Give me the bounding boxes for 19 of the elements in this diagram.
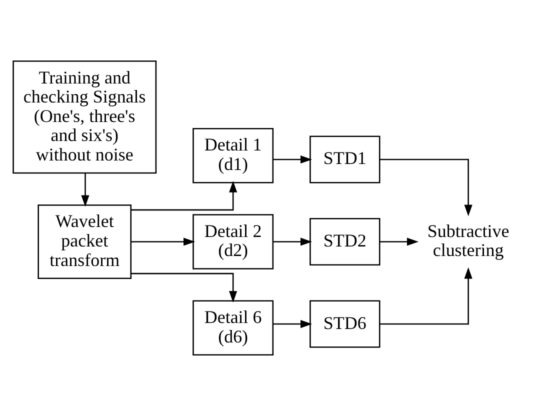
node-box: Training and checking Signals (One's, three's and six's) without noise <box>12 60 157 174</box>
node-box: STD6 <box>310 300 380 348</box>
arrow <box>380 158 472 216</box>
arrow <box>81 173 90 207</box>
node-box: Detail 2 (d2) <box>192 214 274 270</box>
arrow <box>273 238 312 246</box>
arrow <box>380 267 472 325</box>
arrow <box>380 238 419 246</box>
arrow <box>131 272 238 303</box>
arrow <box>273 320 312 328</box>
node-box: STD2 <box>310 218 380 266</box>
node-box: Wavelet packet transform <box>38 204 132 280</box>
node-box: STD1 <box>310 136 380 184</box>
arrow <box>131 180 238 211</box>
node-box: Detail 6 (d6) <box>192 300 274 356</box>
node-box: Detail 1 (d1) <box>192 128 274 184</box>
arrow <box>273 155 312 164</box>
node-text: Subtractive clustering <box>427 220 510 260</box>
arrow <box>131 238 196 246</box>
